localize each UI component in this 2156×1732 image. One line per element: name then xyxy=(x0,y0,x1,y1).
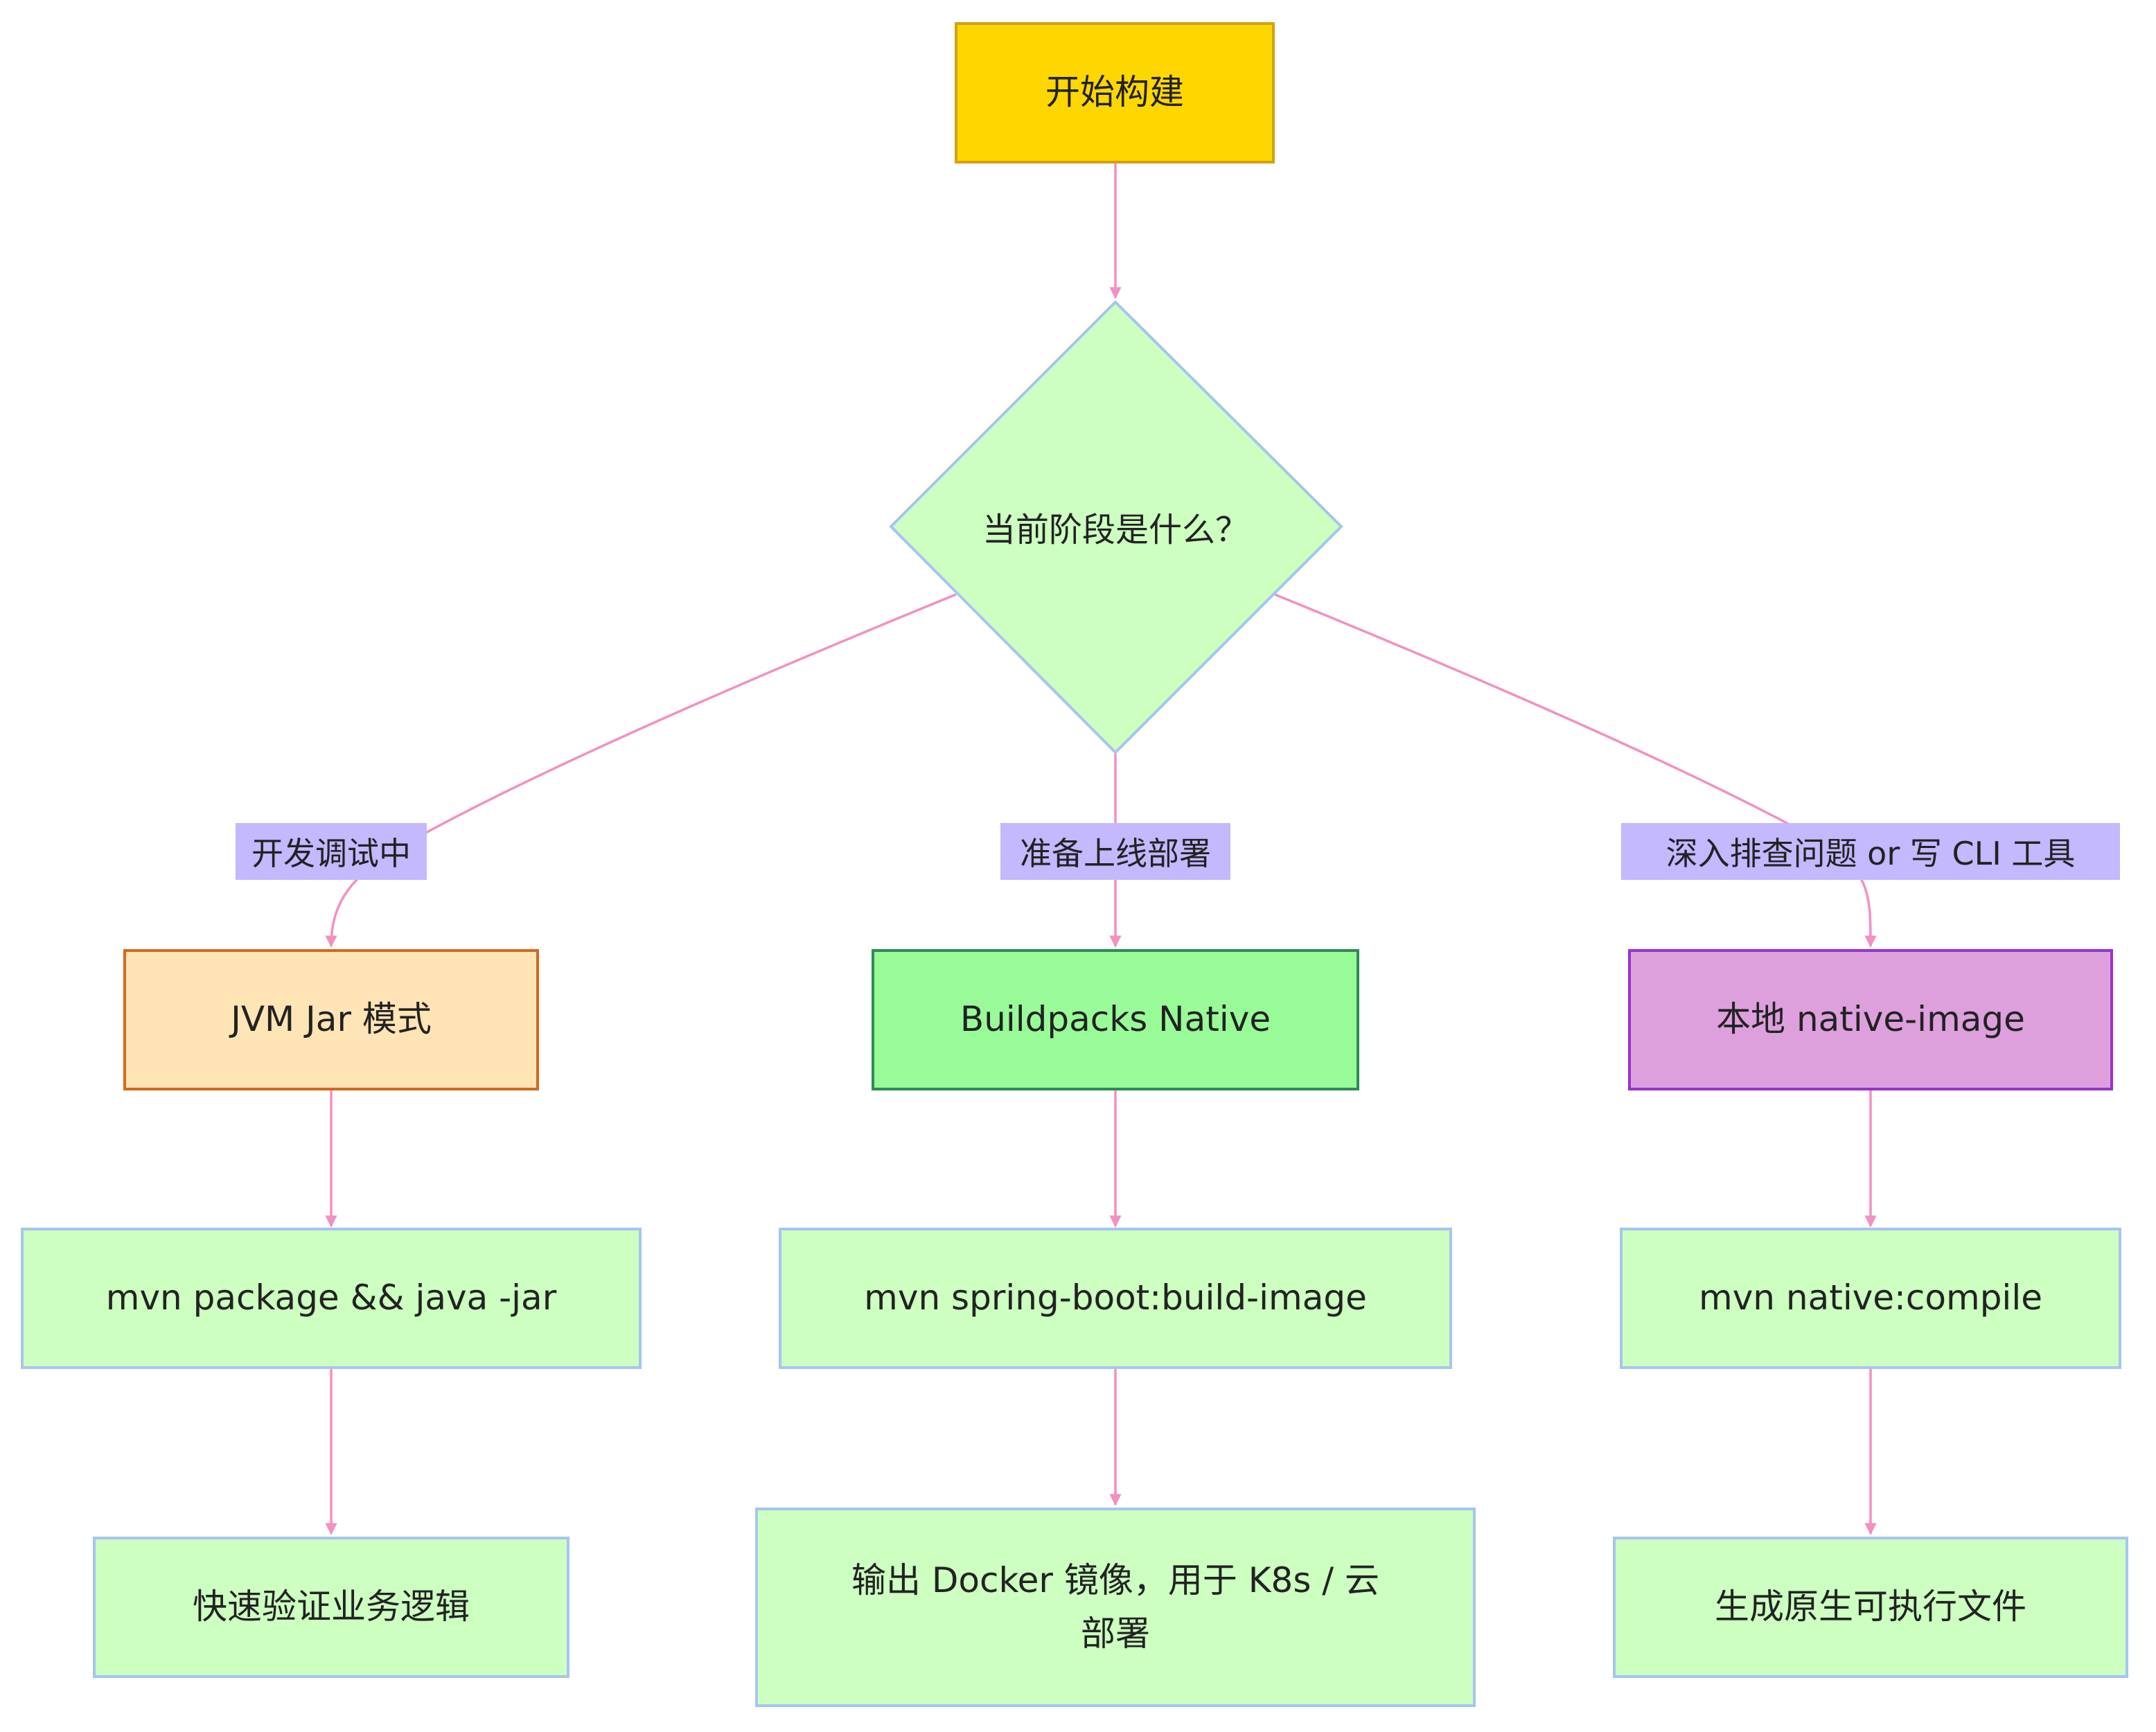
native-cmd-node: mvn native:compile xyxy=(1620,1228,2121,1369)
start-node-label: 开始构建 xyxy=(1045,72,1184,113)
jvm-node: JVM Jar 模式 xyxy=(123,949,539,1090)
jvm-cmd-node: mvn package && java -jar xyxy=(21,1228,642,1369)
start-node: 开始构建 xyxy=(955,22,1275,164)
jvm-result-label: 快速验证业务逻辑 xyxy=(193,1587,470,1627)
jvm-cmd-label: mvn package && java -jar xyxy=(105,1278,557,1318)
edge-label-deploy: 准备上线部署 xyxy=(1000,823,1230,880)
buildpacks-result-label: 输出 Docker 镜像，用于 K8s / 云部署 xyxy=(851,1559,1380,1654)
buildpacks-result-node: 输出 Docker 镜像，用于 K8s / 云部署 xyxy=(755,1508,1476,1707)
decision-label: 当前阶段是什么？ xyxy=(901,485,1330,568)
buildpacks-cmd-label: mvn spring-boot:build-image xyxy=(864,1278,1367,1318)
jvm-result-node: 快速验证业务逻辑 xyxy=(93,1537,569,1678)
decision-diamond xyxy=(889,300,1343,754)
native-result-label: 生成原生可执行文件 xyxy=(1715,1587,2026,1627)
buildpacks-cmd-node: mvn spring-boot:build-image xyxy=(779,1228,1452,1369)
buildpacks-node-label: Buildpacks Native xyxy=(960,999,1271,1040)
native-result-node: 生成原生可执行文件 xyxy=(1613,1537,2128,1678)
edge-decision-native xyxy=(1274,593,1877,948)
native-node: 本地 native-image xyxy=(1628,949,2113,1090)
decision-text: 当前阶段是什么？ xyxy=(982,511,1248,549)
native-cmd-label: mvn native:compile xyxy=(1699,1278,2042,1318)
buildpacks-node: Buildpacks Native xyxy=(872,949,1359,1090)
edge-label-debug: 深入排查问题 or 写 CLI 工具 xyxy=(1621,823,2120,880)
edge-label-dev: 开发调试中 xyxy=(236,823,427,880)
edge-decision-jvm xyxy=(325,593,957,948)
jvm-node-label: JVM Jar 模式 xyxy=(231,999,432,1040)
native-node-label: 本地 native-image xyxy=(1716,999,2025,1040)
